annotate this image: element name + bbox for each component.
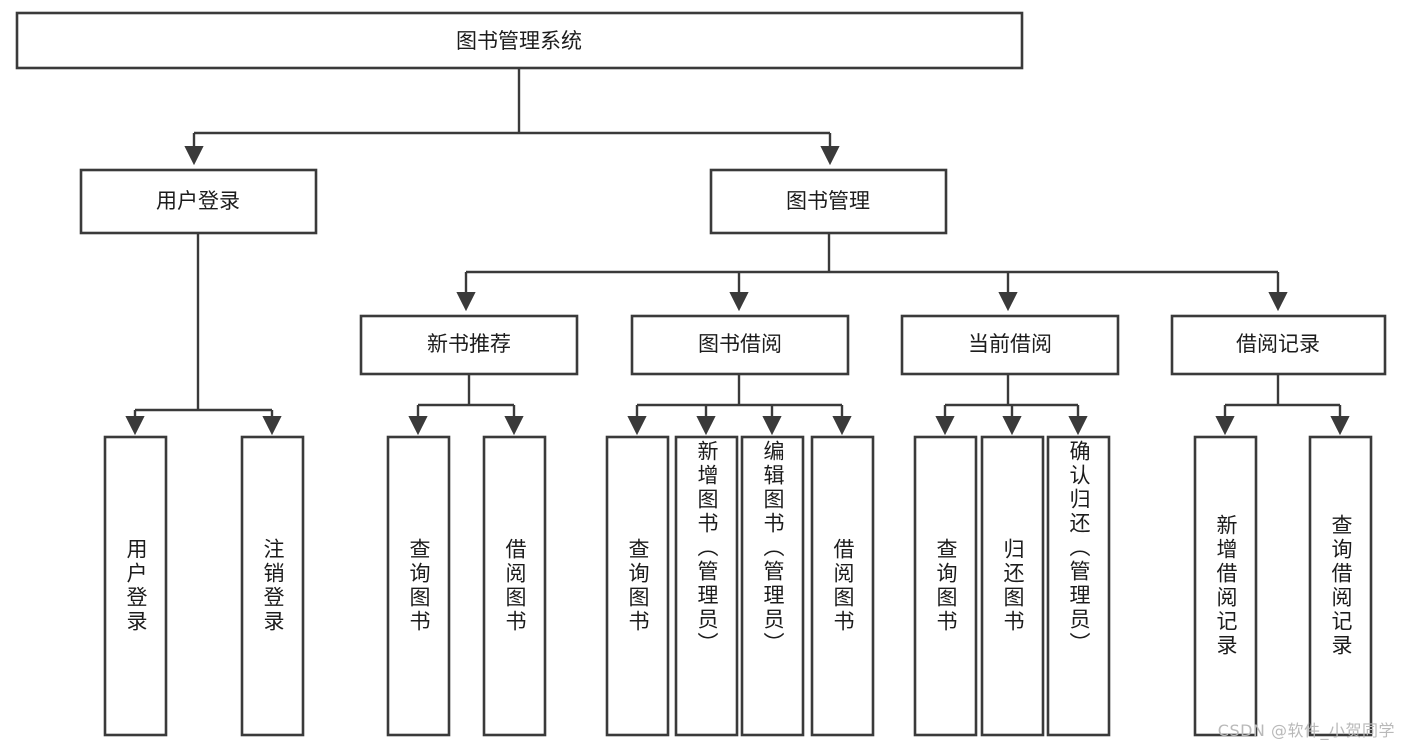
leaf-box-book-borrow-3[interactable] xyxy=(810,435,875,737)
node-new-book-recommend[interactable]: 新书推荐 xyxy=(359,314,579,376)
connector-group-book-manage xyxy=(456,233,1288,312)
connector-group-user-login xyxy=(125,233,282,436)
watermark-text: CSDN @软件_小贺同学 xyxy=(1217,721,1395,740)
node-new-book-recommend-box xyxy=(359,314,579,376)
node-user-login-label: 用户登录 xyxy=(156,189,240,213)
node-user-login-box xyxy=(79,168,318,235)
leaf-box-new-book-0[interactable] xyxy=(386,435,451,737)
node-current-borrow-box xyxy=(900,314,1120,376)
node-root-box xyxy=(15,11,1024,70)
node-borrow-record-box xyxy=(1170,314,1387,376)
node-book-borrow[interactable]: 图书借阅 xyxy=(630,314,850,376)
leaf-box-book-borrow-0[interactable] xyxy=(605,435,670,737)
connector-group-new-book xyxy=(408,374,524,436)
node-root-label: 图书管理系统 xyxy=(456,29,582,53)
connector-group-book-borrow xyxy=(627,374,852,436)
node-book-manage-box xyxy=(709,168,948,235)
leaf-box-user-login-1[interactable] xyxy=(240,435,305,737)
leaf-box-user-login-0[interactable] xyxy=(103,435,168,737)
node-current-borrow[interactable]: 当前借阅 xyxy=(900,314,1120,376)
node-borrow-record[interactable]: 借阅记录 xyxy=(1170,314,1387,376)
node-book-manage-label: 图书管理 xyxy=(786,189,870,213)
connector-group-current-borrow xyxy=(935,374,1088,436)
node-user-login[interactable]: 用户登录 xyxy=(79,168,318,235)
leaf-box-current-borrow-1[interactable] xyxy=(980,435,1045,737)
leaf-box-borrow-record-0[interactable] xyxy=(1193,435,1258,737)
node-borrow-record-label: 借阅记录 xyxy=(1236,332,1320,356)
node-new-book-recommend-label: 新书推荐 xyxy=(427,332,511,356)
node-book-manage[interactable]: 图书管理 xyxy=(709,168,948,235)
node-book-borrow-box xyxy=(630,314,850,376)
node-root[interactable]: 图书管理系统 xyxy=(15,11,1024,70)
leaf-box-new-book-1[interactable] xyxy=(482,435,547,737)
connector-group-root xyxy=(184,68,840,166)
leaf-box-borrow-record-1[interactable] xyxy=(1308,435,1373,737)
connector-group-borrow-record xyxy=(1215,374,1350,436)
leaf-box-current-borrow-0[interactable] xyxy=(913,435,978,737)
node-book-borrow-label: 图书借阅 xyxy=(698,332,782,356)
node-current-borrow-label: 当前借阅 xyxy=(968,332,1052,356)
leaf-box-current-borrow-2[interactable] xyxy=(1046,435,1111,737)
leaf-box-book-borrow-2[interactable] xyxy=(740,435,805,737)
leaf-box-book-borrow-1[interactable] xyxy=(674,435,739,737)
